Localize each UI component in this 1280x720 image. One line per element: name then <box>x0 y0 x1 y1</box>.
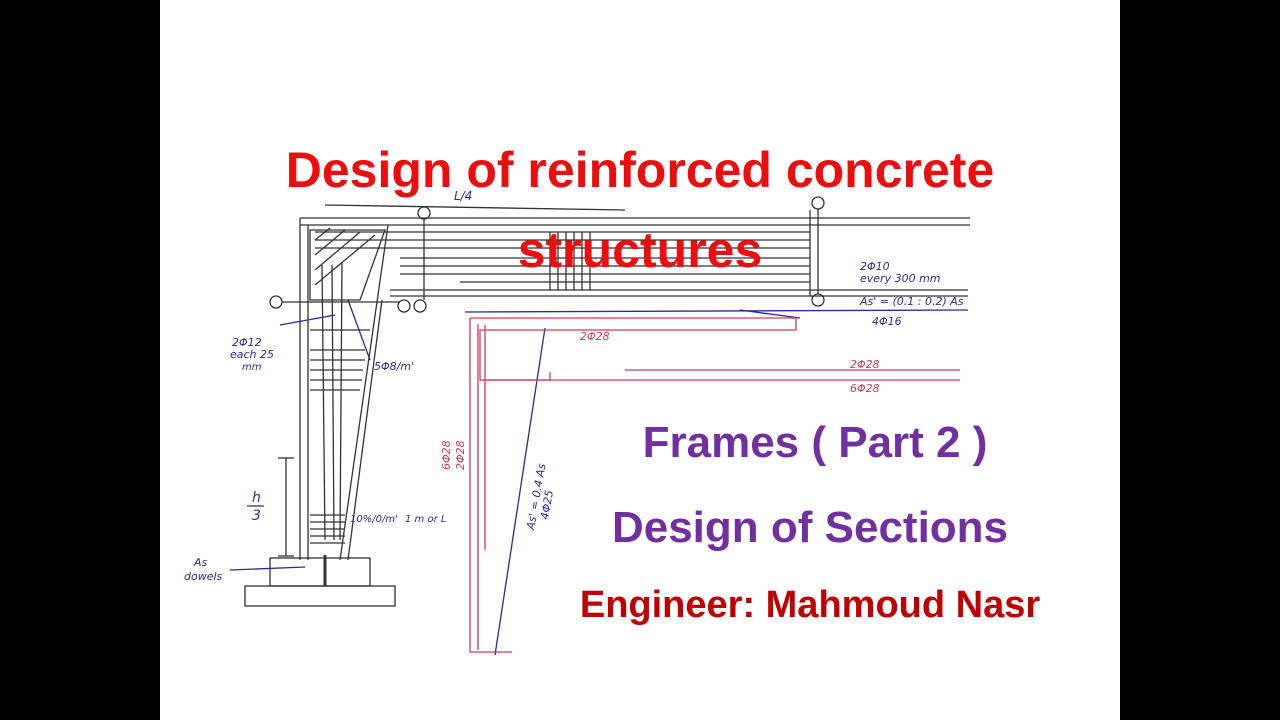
footing-note: 10%/0/m' <box>350 514 398 525</box>
column-inner-bars-label-2: 4Φ25 <box>538 489 556 520</box>
slide-title-line-1: Design of reinforced concrete <box>285 142 995 198</box>
column-outer-bars-label: 6Φ28 <box>440 440 453 470</box>
beam-top-bars-label: 2Φ28 <box>580 330 610 343</box>
as-prime-bars: 4Φ16 <box>872 315 902 328</box>
column-stirrup-label: 2Φ12 <box>232 336 262 349</box>
height-denominator: 3 <box>252 508 261 524</box>
column-stirrup-unit: mm <box>242 362 262 373</box>
top-lap-spacing: every 300 mm <box>860 272 941 285</box>
column-outer-bars-label-2: 2Φ28 <box>454 440 467 470</box>
beam-mid-bars-label: 2Φ28 <box>850 358 880 371</box>
slide-subtitle-part: Frames ( Part 2 ) <box>642 418 988 467</box>
top-lap-label: 2Φ10 <box>860 260 890 273</box>
column-stirrup-spacing: each 25 <box>230 348 274 361</box>
beam-bottom-bars-label: 6Φ28 <box>850 382 880 395</box>
as-prime-label: As' = (0.1 : 0.2) As <box>859 295 964 308</box>
dowels-label-a: As <box>193 556 208 569</box>
frame-reinforcement-sketch: L/4 h 3 As dowels 2Φ12 each 25 mm 5Φ8/m'… <box>184 189 970 656</box>
span-label: L/4 <box>454 189 472 203</box>
height-label: h <box>252 490 261 506</box>
footing-note-2: 1 m or L <box>405 514 446 525</box>
slide-title-line-2: structures <box>517 222 763 278</box>
mid-stirrup-label: 5Φ8/m' <box>374 360 414 373</box>
slide-author: Engineer: Mahmoud Nasr <box>579 584 1041 626</box>
slide: L/4 h 3 As dowels 2Φ12 each 25 mm 5Φ8/m'… <box>160 0 1120 720</box>
dowels-label-b: dowels <box>184 570 223 583</box>
slide-subtitle-topic: Design of Sections <box>611 503 1009 552</box>
